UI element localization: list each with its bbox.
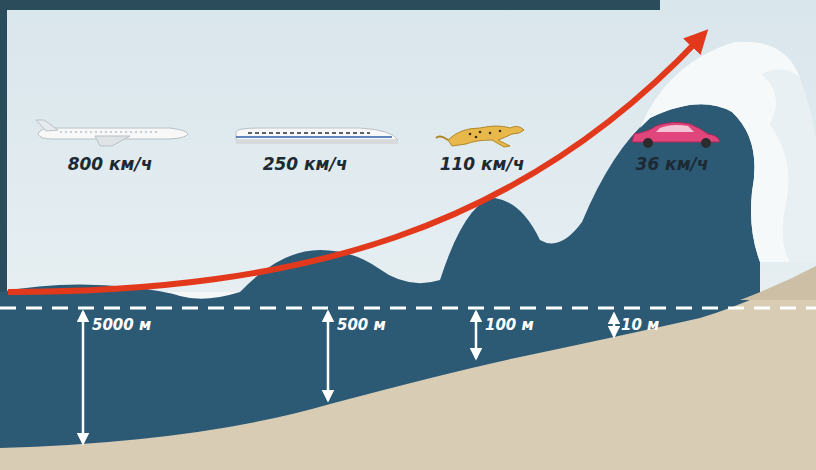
airplane-icon <box>36 120 188 146</box>
depth-label: 100 м <box>485 317 534 334</box>
depth-arrow <box>613 314 616 336</box>
sea-bottom <box>0 266 816 470</box>
speed-label: 800 км/ч <box>68 155 153 174</box>
speed-arrow <box>8 38 700 292</box>
depth-arrow <box>327 312 330 400</box>
frame-strip <box>0 0 660 10</box>
speed-label: 36 км/ч <box>636 155 709 174</box>
car-icon <box>632 122 720 148</box>
depth-label: 500 м <box>337 317 386 334</box>
speed-label: 110 км/ч <box>440 155 525 174</box>
depth-arrow <box>475 312 478 358</box>
wave-foam <box>762 70 816 262</box>
train-icon <box>236 128 398 144</box>
cheetah-icon <box>436 126 524 147</box>
sea-level-line <box>0 307 816 310</box>
depth-arrow <box>82 312 85 443</box>
speed-label: 250 км/ч <box>263 155 348 174</box>
depth-label: 10 м <box>621 317 659 334</box>
beach <box>740 266 816 300</box>
sea-water <box>0 104 760 330</box>
depth-label: 5000 м <box>92 317 151 334</box>
